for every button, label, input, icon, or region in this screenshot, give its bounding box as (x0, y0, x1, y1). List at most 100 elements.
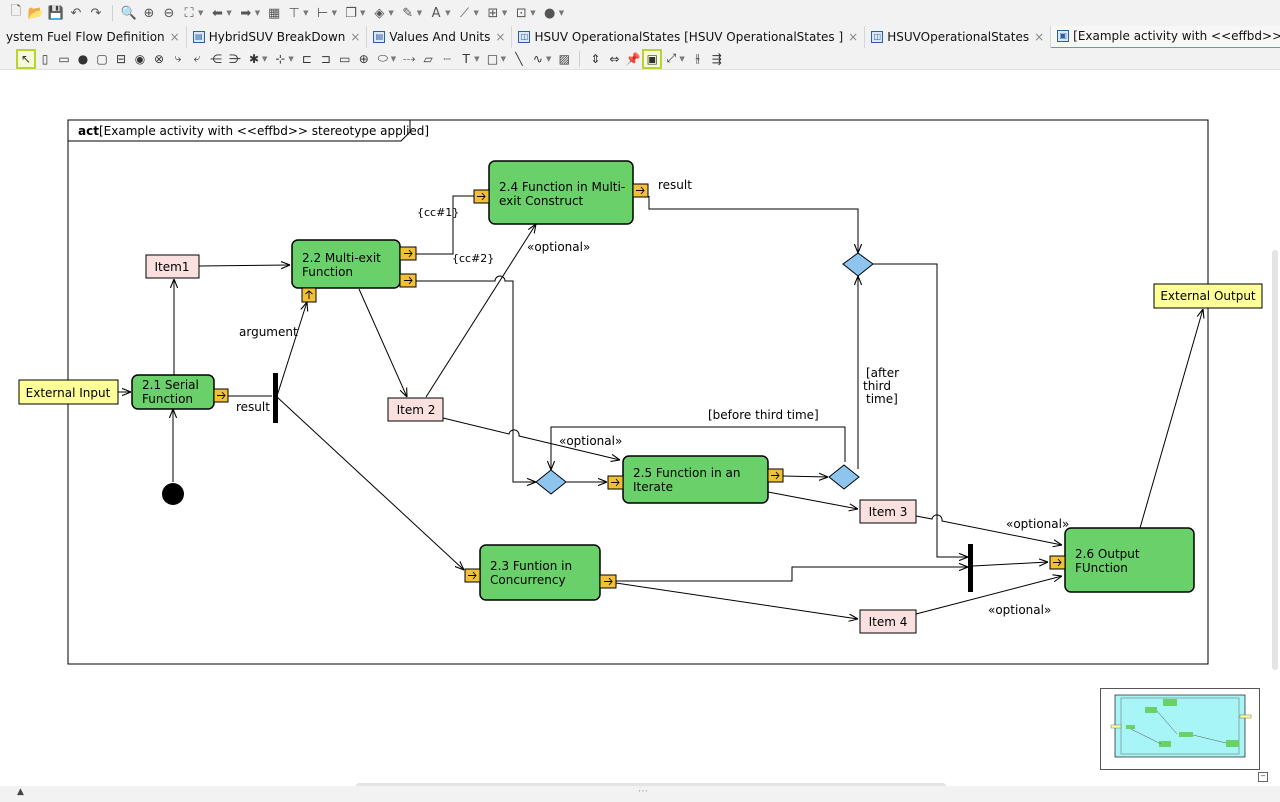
partition-tool-icon[interactable]: ▯ (41, 51, 49, 66)
chevron-down-icon[interactable]: ▼ (473, 9, 479, 17)
decision-node-multi-exit[interactable] (842, 252, 874, 277)
chevron-down-icon[interactable]: ▼ (390, 54, 397, 63)
zoom-icon[interactable]: 🔍 (120, 5, 138, 21)
tab-system-fuel-flow[interactable]: ystem Fuel Flow Definition × (0, 26, 187, 48)
item2-node[interactable] (387, 397, 444, 422)
edge-item2-to-2-4[interactable] (425, 224, 536, 398)
merge-tool-icon[interactable]: ⋺ (229, 51, 241, 66)
save-icon[interactable]: 💾 (47, 5, 65, 21)
chevron-down-icon[interactable]: ▼ (288, 54, 294, 63)
path-style-icon[interactable]: ⟋ (459, 5, 470, 21)
initial-node-tool-icon[interactable]: ● (77, 51, 89, 66)
input-pin-tool-icon[interactable]: ⊏ (301, 51, 312, 66)
external-input-node[interactable] (18, 379, 119, 405)
control-flow-tool-icon[interactable]: ⤏ (402, 51, 416, 65)
item3-node[interactable] (859, 499, 917, 524)
layout-icon[interactable]: ⊡ (515, 5, 527, 21)
layers-icon[interactable]: ❐ (345, 5, 357, 21)
edge-join-to-2-6[interactable] (972, 562, 1048, 566)
close-icon[interactable]: × (495, 30, 506, 44)
fill-color-icon[interactable]: ◈ (374, 5, 385, 21)
output-pin-tool-icon[interactable]: ⊐ (320, 51, 331, 66)
decision-tool-icon[interactable]: ⋲ (210, 51, 222, 66)
edge-item4-to-2-6[interactable] (915, 576, 1062, 615)
edge-fork-to-2-2-argument[interactable] (276, 302, 307, 397)
edge-before-third-time[interactable] (551, 426, 846, 470)
chevron-down-icon[interactable]: ▼ (198, 9, 204, 17)
tab-values-and-units[interactable]: ▤ Values And Units × (367, 26, 513, 48)
circle-options-icon[interactable]: ● (544, 5, 556, 21)
object-node-tool-icon[interactable]: ▭ (339, 51, 351, 66)
snap-to-grid-icon[interactable]: ▣ (642, 48, 663, 69)
call-behavior-tool-icon[interactable]: ⊟ (115, 51, 127, 66)
vertical-scrollbar[interactable] (1272, 250, 1278, 670)
fork-node[interactable] (273, 373, 278, 423)
curve-tool-icon[interactable]: ∿ (532, 51, 543, 66)
connector-style-icon[interactable]: ⤢ (666, 51, 677, 65)
forward-arrow-icon[interactable]: ➡ (240, 5, 252, 21)
chevron-down-icon[interactable]: ▼ (530, 9, 536, 17)
back-arrow-icon[interactable]: ⬅ (211, 5, 223, 21)
join-tool-icon[interactable]: ⊹ (275, 51, 286, 66)
resize-handle-icon[interactable]: ⋯ (638, 786, 648, 797)
chevron-down-icon[interactable]: ▼ (331, 9, 337, 17)
chevron-down-icon[interactable]: ▼ (303, 9, 309, 17)
chevron-up-icon[interactable]: ▲ (17, 787, 24, 797)
close-icon[interactable]: × (848, 30, 859, 44)
signal-tool-icon[interactable]: ⬭ (377, 51, 388, 65)
chevron-down-icon[interactable]: ▼ (359, 9, 366, 17)
chevron-down-icon[interactable]: ▼ (416, 9, 423, 17)
edge-2-3-to-item4[interactable] (615, 582, 858, 619)
rectangle-tool-icon[interactable]: □ (486, 51, 499, 66)
diagram-overview[interactable] (1100, 688, 1260, 770)
send-signal-tool-icon[interactable]: ⤶ (193, 51, 201, 65)
chevron-down-icon[interactable]: ▼ (254, 9, 261, 17)
tab-hsuv-operational-states[interactable]: ◫ HSUVOperationalStates × (865, 26, 1052, 48)
accept-event-tool-icon[interactable]: ⤷ (174, 51, 182, 65)
edge-2-2-to-item2[interactable] (358, 288, 407, 397)
tab-hsuv-operational-states-full[interactable]: ◫ HSUV OperationalStates [HSUV Operation… (512, 26, 866, 48)
edge-item1-to-2-2[interactable] (198, 265, 290, 266)
edge-item2-to-2-5[interactable] (442, 417, 620, 460)
line-color-icon[interactable]: ✎ (402, 5, 414, 21)
chevron-down-icon[interactable]: ▼ (445, 9, 451, 17)
edge-2-2-to-2-4[interactable] (416, 196, 486, 255)
edge-2-5-to-item3[interactable] (767, 491, 858, 509)
chevron-down-icon[interactable]: ▼ (679, 54, 685, 63)
close-icon[interactable]: × (1034, 30, 1045, 44)
action-tool-icon[interactable]: ▢ (96, 51, 108, 66)
edge-2-6-to-external-output[interactable] (1139, 309, 1203, 529)
chevron-down-icon[interactable]: ▼ (500, 54, 506, 63)
external-output-node[interactable] (1153, 283, 1263, 309)
align-top-icon[interactable]: ⊤ (288, 5, 300, 21)
pin-icon[interactable]: 📌 (625, 51, 641, 66)
grid-icon[interactable]: ▦ (268, 5, 281, 21)
chevron-down-icon[interactable]: ▼ (545, 54, 552, 63)
decision-node-iterate-merge[interactable] (535, 469, 567, 495)
new-file-icon[interactable]: 🗋 (10, 4, 22, 19)
close-icon[interactable]: × (169, 30, 180, 44)
edge-2-2-to-decision[interactable] (416, 275, 536, 482)
tab-example-activity[interactable]: ▣ [Example activity with <<effbd>> stere… (1051, 26, 1280, 48)
diagram-canvas[interactable]: act [Example activity with <<effbd>> ste… (0, 70, 1268, 782)
image-tool-icon[interactable]: ▨ (558, 51, 571, 66)
central-buffer-tool-icon[interactable]: ⊕ (358, 51, 369, 66)
fit-to-window-icon[interactable]: ⛶ (184, 5, 194, 21)
anchor-tool-icon[interactable]: ┈ (443, 51, 451, 66)
action-2-2-multi-exit-function[interactable] (291, 239, 401, 289)
text-color-icon[interactable]: A (431, 5, 441, 21)
align-left-icon[interactable]: ⊢ (316, 5, 329, 21)
chevron-down-icon[interactable]: ▼ (474, 54, 480, 63)
hierarchy-icon[interactable]: ⊞ (487, 5, 499, 21)
join-node[interactable] (968, 544, 973, 592)
vertical-spacing-icon[interactable]: ⇕ (590, 51, 601, 66)
distribute-icon[interactable]: ⫳ (695, 51, 701, 65)
open-folder-icon[interactable]: 📂 (27, 5, 45, 21)
item1-node[interactable] (145, 254, 200, 279)
tab-hybridsuv-breakdown[interactable]: ▤ HybridSUV BreakDown × (187, 26, 368, 48)
chevron-down-icon[interactable]: ▼ (388, 9, 394, 17)
zoom-out-icon[interactable]: ⊖ (163, 5, 175, 21)
decision-node-iterate[interactable] (828, 464, 860, 490)
pointer-tool-icon[interactable]: ↖ (16, 48, 36, 69)
fork-tool-icon[interactable]: ✱ (248, 51, 260, 66)
